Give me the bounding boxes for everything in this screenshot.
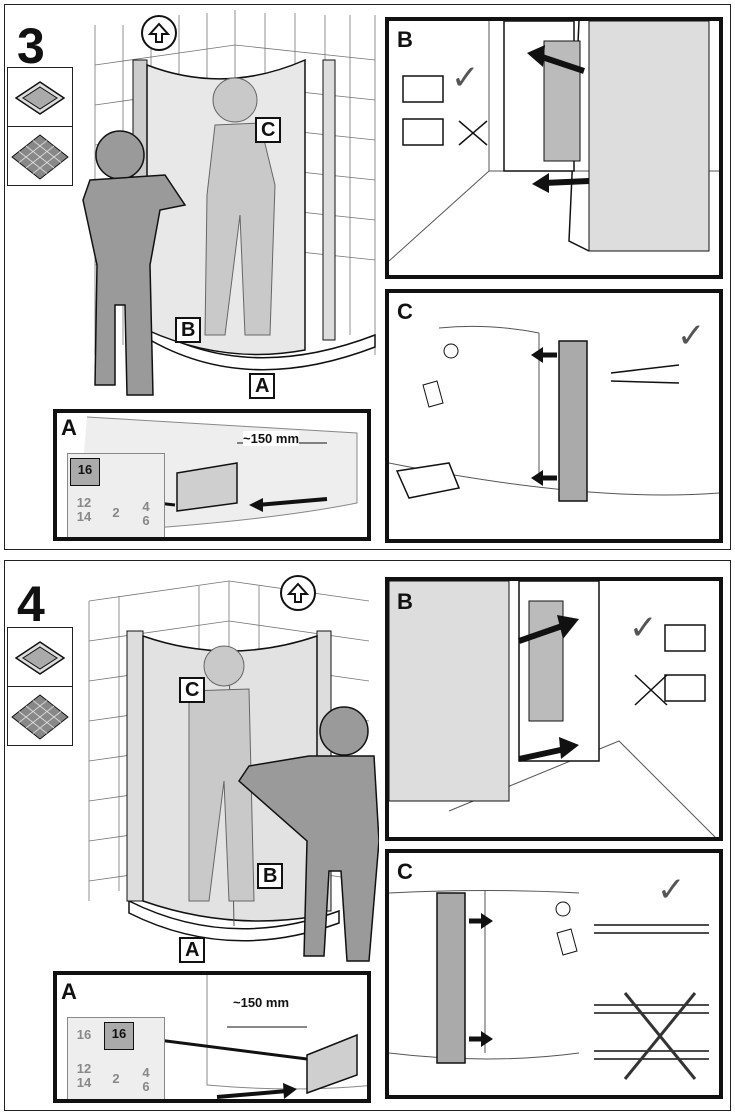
panel-label: B [397, 589, 413, 614]
shower-tray-thumbnail [8, 628, 72, 687]
shower-tray-thumbnail [8, 68, 72, 127]
panel-label: C [397, 299, 413, 324]
detail-panel-b: B ✓ [385, 17, 723, 279]
step-number: 4 [17, 576, 45, 632]
profile-size-12-14: 12 14 [76, 1061, 92, 1090]
detail-panel-a: A ~150 mm 16 12 14 2 4 6 [53, 409, 371, 541]
step-4-section: 4 [4, 560, 731, 1111]
detail-panel-c: C ✓ [385, 849, 723, 1099]
panel-label: B [397, 27, 413, 52]
step-number: 3 [17, 18, 45, 74]
detail-panel-b: B ✓ [385, 577, 723, 841]
panel-label: A [61, 415, 77, 440]
profile-size-12-14: 12 14 [76, 495, 92, 524]
floor-type-thumbnails [7, 67, 73, 186]
panel-label: C [397, 859, 413, 884]
profile-chart: 16 16 12 14 2 4 6 [67, 1017, 165, 1099]
profile-size-4-6: 4 6 [142, 499, 150, 528]
checkmark-icon: ✓ [451, 58, 480, 98]
profile-size-16: 16 [70, 458, 100, 486]
checkmark-icon: ✓ [657, 870, 686, 910]
callout-a: A [179, 937, 206, 963]
floor-type-thumbnails [7, 627, 73, 746]
up-arrow-icon [280, 575, 316, 611]
detail-panel-a: A ~150 mm 16 16 12 14 2 4 6 [53, 971, 371, 1103]
callout-c: C [179, 677, 206, 703]
detail-panel-c: C ✓ [385, 289, 723, 543]
tiled-floor-thumbnail [8, 687, 72, 745]
checkmark-icon: ✓ [677, 316, 706, 356]
tiled-floor-icon [11, 134, 69, 180]
profile-size-4-6: 4 6 [142, 1065, 150, 1094]
up-arrow-icon [141, 15, 177, 51]
step-3-section: 3 [4, 4, 731, 550]
shower-enclosure-illustration [88, 580, 379, 962]
profile-size-16: 16 [76, 1027, 92, 1042]
callout-b: B [175, 317, 202, 343]
profile-size-2: 2 [112, 1071, 120, 1086]
panel-label: A [61, 979, 77, 1004]
tiled-floor-thumbnail [8, 127, 72, 185]
measurement-label: ~150 mm [233, 995, 290, 1010]
measurement-label: ~150 mm [243, 431, 300, 446]
profile-chart: 16 12 14 2 4 6 [67, 453, 165, 537]
callout-c: C [255, 117, 282, 143]
callout-b: B [257, 863, 284, 889]
profile-size-16-selected: 16 [104, 1022, 134, 1050]
shower-tray-icon [14, 81, 66, 115]
callout-a: A [249, 373, 276, 399]
checkmark-icon: ✓ [629, 608, 658, 648]
profile-size-2: 2 [112, 505, 120, 520]
shower-tray-icon [14, 641, 66, 675]
tiled-floor-icon [11, 694, 69, 740]
